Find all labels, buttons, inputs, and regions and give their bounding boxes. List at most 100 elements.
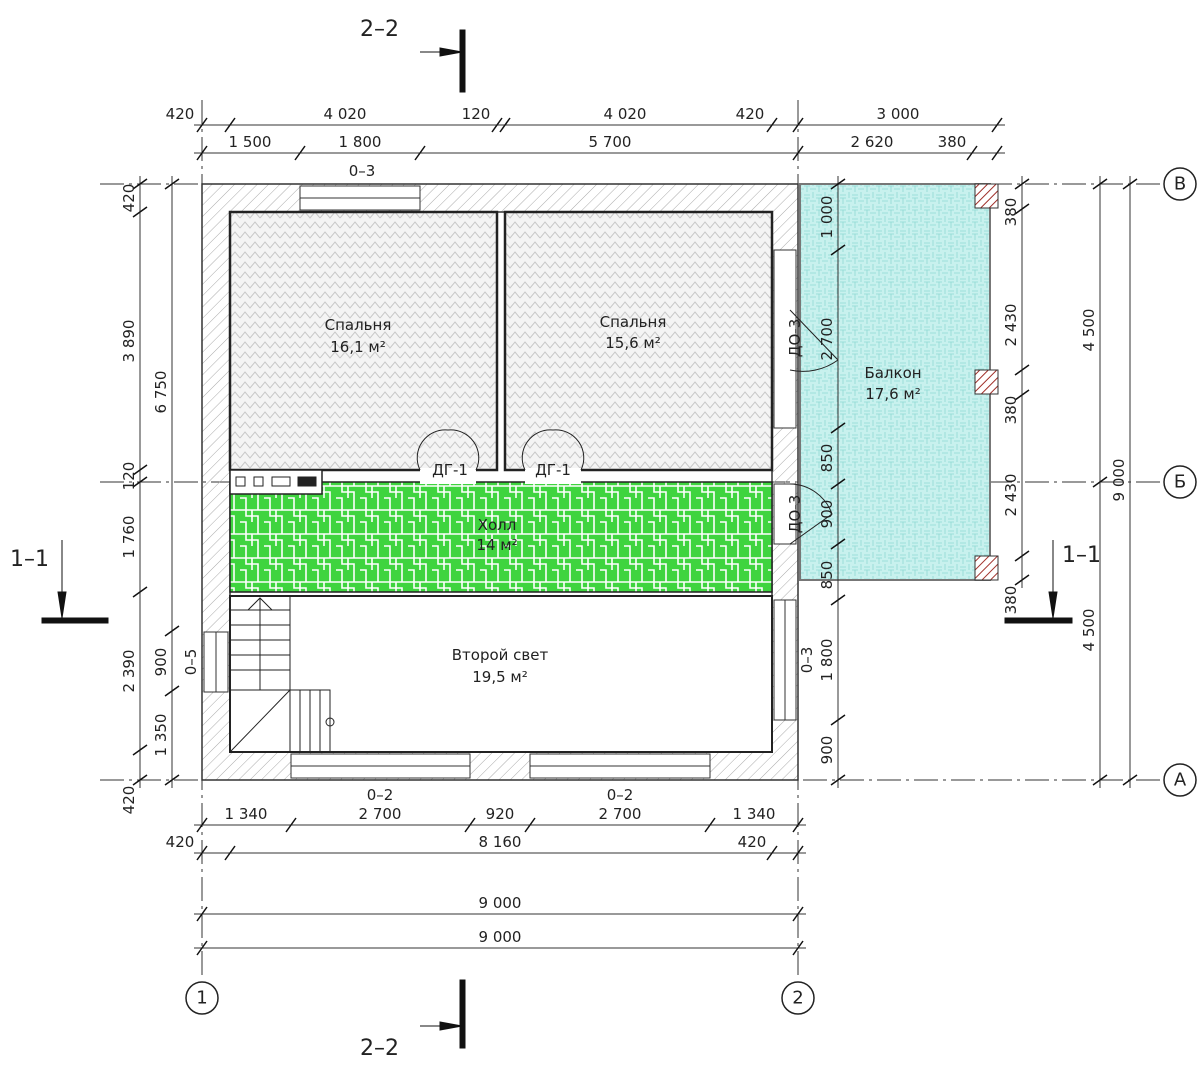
dimension-label: 2 620 [851,133,894,151]
dimension-label: 2 700 [359,805,402,823]
dimension-tick [132,178,148,190]
dimension-tick [830,478,846,490]
dimension-label: 420 [120,786,138,815]
dimension-tick [196,845,208,861]
dimension-tick [830,774,846,786]
dimension-tick [285,817,297,833]
axis-label-1: 1 [196,988,207,1009]
axis-bubbles [185,167,1197,1015]
staircase [229,595,335,753]
dimension-label: 8 160 [479,833,522,851]
dimension-label: 2 700 [818,318,836,361]
dimension-tick [196,145,208,161]
dimension-tick [830,594,846,606]
dimension-label: 850 [818,561,836,590]
dimension-tick [1014,203,1030,215]
dimension-label: 1 340 [733,805,776,823]
dimension-label: 420 [166,833,195,851]
dimension-label: 4 500 [1080,309,1098,352]
axis-label-2: 2 [792,988,803,1009]
vent-icons [235,476,317,487]
dimension-label: 1 000 [818,196,836,239]
bedroom2-area: 15,6 м² [605,334,661,352]
door-mark-do3-top: ДО-3 [786,319,804,357]
dimension-tick [224,117,236,133]
dimension-tick [132,464,148,476]
dimension-label: 420 [120,184,138,213]
dimension-label: 920 [486,805,515,823]
window-mark-right: 0–3 [798,647,816,674]
dimension-tick [132,586,148,598]
dimension-tick [132,744,148,756]
dimension-tick [196,817,208,833]
dimension-label: 900 [818,736,836,765]
dimension-tick [792,940,804,956]
section-label-top: 2–2 [360,17,399,42]
dimension-label: 4 020 [604,105,647,123]
dimension-label: 1 800 [818,639,836,682]
dimension-label: 1 760 [120,516,138,559]
dimension-label: 120 [120,462,138,491]
dimension-tick [499,117,511,133]
dimension-label: 380 [1002,586,1020,615]
dimension-label: 2 430 [1002,474,1020,517]
window-mark-top: 0–3 [349,162,376,180]
dimension-tick [792,145,804,161]
dimension-label: 2 430 [1002,304,1020,347]
dimension-label: 380 [938,133,967,151]
balcony-name: Балкон [864,364,921,382]
bedroom2-name: Спальня [600,313,667,331]
dimension-tick [1014,574,1030,586]
section-label-left: 1–1 [10,547,49,572]
dimension-tick [1014,178,1030,190]
dimension-label: 120 [462,105,491,123]
door-mark-dg1-left: ДГ-1 [432,461,468,479]
window-mark-bottom-right: 0–2 [607,786,634,804]
dimension-tick [524,817,536,833]
dimension-tick [766,845,778,861]
dimension-label: 420 [738,833,767,851]
dimension-tick [224,845,236,861]
dimension-label: 1 350 [152,714,170,757]
dimension-tick [196,906,208,922]
dimension-tick [1092,178,1108,190]
dimension-label: 420 [736,105,765,123]
dimension-tick [792,817,804,833]
dimension-tick [1014,364,1030,376]
dimension-tick [1014,550,1030,562]
dimension-label: 850 [818,444,836,473]
dimension-label: 1 500 [229,133,272,151]
dimension-label: 420 [166,105,195,123]
second-light-name: Второй свет [452,646,549,664]
section-marks [41,29,1073,1049]
dimension-label: 2 390 [120,650,138,693]
dimension-tick [164,178,180,190]
dimension-tick [830,244,846,256]
axis-label-a: А [1174,770,1187,791]
section-label-bottom: 2–2 [360,1036,399,1061]
dimension-tick [464,817,476,833]
dimension-label: 900 [152,648,170,677]
section-label-right: 1–1 [1062,543,1101,568]
dimension-tick [792,117,804,133]
dimension-tick [294,145,306,161]
dimension-label: 4 020 [324,105,367,123]
dimension-tick [132,774,148,786]
dimension-tick [704,817,716,833]
windows [203,185,797,779]
dimension-label: 4 500 [1080,609,1098,652]
dimension-label: 3 890 [120,320,138,363]
dimension-label: 6 750 [152,371,170,414]
dimension-tick [991,145,1003,161]
door-mark-do3-bottom: ДО-3 [786,495,804,533]
dimension-tick [414,145,426,161]
dimension-tick [196,117,208,133]
balcony-pillar [974,555,999,581]
dimension-tick [830,422,846,434]
dimension-tick [766,117,778,133]
bedroom2-floor [503,210,774,472]
dimension-label: 9 000 [479,928,522,946]
hall-area: 14 м² [476,536,517,554]
